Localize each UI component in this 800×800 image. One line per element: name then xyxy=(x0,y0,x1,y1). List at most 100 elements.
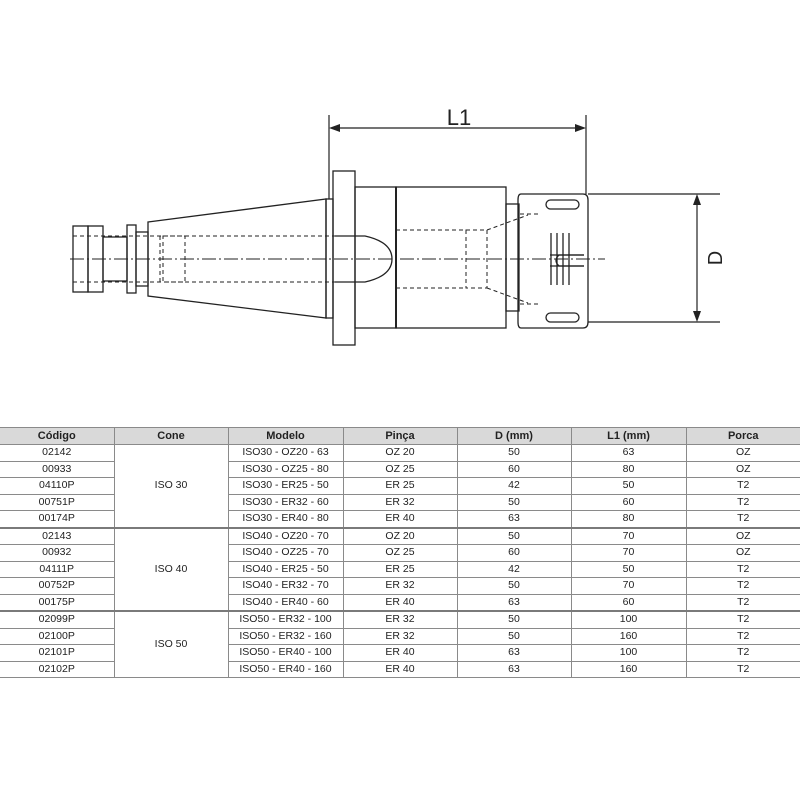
cell-codigo: 02099P xyxy=(0,610,115,629)
cell-codigo: 00933 xyxy=(0,460,115,478)
header-porca: Porca xyxy=(685,427,800,445)
cell-codigo: 00932 xyxy=(0,544,115,562)
header-pinca: Pinça xyxy=(342,427,458,445)
body xyxy=(395,186,507,329)
cell-porca: T2 xyxy=(685,560,800,578)
cell-pinca: OZ 25 xyxy=(342,460,458,478)
cell-l1: 80 xyxy=(570,510,687,528)
spec-table: Código Cone Modelo Pinça D (mm) L1 (mm) … xyxy=(0,427,800,678)
cell-porca: OZ xyxy=(685,444,800,462)
cell-porca: T2 xyxy=(685,593,800,612)
cell-codigo: 02143 xyxy=(0,526,115,545)
header-d: D (mm) xyxy=(456,427,572,445)
table-header-row: Código Cone Modelo Pinça D (mm) L1 (mm) … xyxy=(0,427,800,445)
cell-l1: 60 xyxy=(570,493,687,511)
cell-d: 60 xyxy=(456,544,572,562)
cell-d: 42 xyxy=(456,477,572,495)
cell-modelo: ISO40 - OZ25 - 70 xyxy=(227,544,344,562)
cell-pinca: ER 40 xyxy=(342,644,458,662)
cell-codigo: 02102P xyxy=(0,660,115,678)
cell-codigo: 00175P xyxy=(0,593,115,612)
cell-porca: OZ xyxy=(685,460,800,478)
cell-d: 50 xyxy=(456,627,572,645)
cell-porca: T2 xyxy=(685,493,800,511)
cell-modelo: ISO30 - ER32 - 60 xyxy=(227,493,344,511)
header-l1: L1 (mm) xyxy=(570,427,687,445)
cell-modelo: ISO30 - OZ20 - 63 xyxy=(227,444,344,462)
cell-modelo: ISO40 - ER40 - 60 xyxy=(227,593,344,612)
cell-pinca: ER 32 xyxy=(342,577,458,595)
header-modelo: Modelo xyxy=(227,427,344,445)
cell-codigo: 00752P xyxy=(0,577,115,595)
cell-porca: T2 xyxy=(685,510,800,528)
cell-porca: T2 xyxy=(685,644,800,662)
collet-nut xyxy=(517,193,589,329)
cell-d: 63 xyxy=(456,660,572,678)
cell-l1: 60 xyxy=(570,593,687,612)
cell-pinca: ER 25 xyxy=(342,477,458,495)
cell-modelo: ISO50 - ER40 - 100 xyxy=(227,644,344,662)
header-codigo: Código xyxy=(0,427,115,445)
cell-codigo: 04111P xyxy=(0,560,115,578)
cell-d: 60 xyxy=(456,460,572,478)
cell-l1: 50 xyxy=(570,560,687,578)
cell-l1: 63 xyxy=(570,444,687,462)
cell-codigo: 04110P xyxy=(0,477,115,495)
cell-d: 50 xyxy=(456,577,572,595)
cell-pinca: ER 40 xyxy=(342,593,458,612)
cell-modelo: ISO50 - ER32 - 100 xyxy=(227,610,344,629)
cell-l1: 100 xyxy=(570,610,687,629)
cell-pinca: OZ 20 xyxy=(342,526,458,545)
cell-porca: OZ xyxy=(685,526,800,545)
cell-l1: 80 xyxy=(570,460,687,478)
cell-d: 50 xyxy=(456,526,572,545)
dimension-l1-label: L1 xyxy=(447,105,471,130)
cell-modelo: ISO50 - ER40 - 160 xyxy=(227,660,344,678)
cell-modelo: ISO40 - ER25 - 50 xyxy=(227,560,344,578)
tool-holder-drawing: L1 D xyxy=(70,105,727,346)
cell-pinca: ER 25 xyxy=(342,560,458,578)
cell-codigo: 02100P xyxy=(0,627,115,645)
cell-d: 42 xyxy=(456,560,572,578)
dimension-d-label: D xyxy=(705,251,727,265)
cell-modelo: ISO30 - OZ25 - 80 xyxy=(227,460,344,478)
cell-codigo: 02142 xyxy=(0,444,115,462)
dimension-d xyxy=(588,193,720,323)
cell-codigo: 00174P xyxy=(0,510,115,528)
cell-d: 50 xyxy=(456,493,572,511)
cell-porca: T2 xyxy=(685,577,800,595)
cell-d: 50 xyxy=(456,444,572,462)
cell-porca: T2 xyxy=(685,627,800,645)
cell-cone: ISO 50 xyxy=(113,610,229,678)
cell-pinca: ER 32 xyxy=(342,610,458,629)
cell-porca: T2 xyxy=(685,610,800,629)
cell-l1: 70 xyxy=(570,526,687,545)
cell-pinca: OZ 25 xyxy=(342,544,458,562)
cell-pinca: ER 40 xyxy=(342,510,458,528)
cell-d: 63 xyxy=(456,510,572,528)
cell-pinca: OZ 20 xyxy=(342,444,458,462)
cell-cone: ISO 40 xyxy=(113,526,229,612)
flange xyxy=(332,170,356,346)
cell-d: 63 xyxy=(456,644,572,662)
cell-l1: 70 xyxy=(570,577,687,595)
dimension-l1 xyxy=(328,115,587,199)
cell-pinca: ER 32 xyxy=(342,627,458,645)
cell-modelo: ISO30 - ER40 - 80 xyxy=(227,510,344,528)
cell-l1: 160 xyxy=(570,627,687,645)
header-cone: Cone xyxy=(113,427,229,445)
cell-porca: T2 xyxy=(685,660,800,678)
cell-porca: T2 xyxy=(685,477,800,495)
cell-modelo: ISO40 - OZ20 - 70 xyxy=(227,526,344,545)
cell-l1: 50 xyxy=(570,477,687,495)
cell-l1: 70 xyxy=(570,544,687,562)
